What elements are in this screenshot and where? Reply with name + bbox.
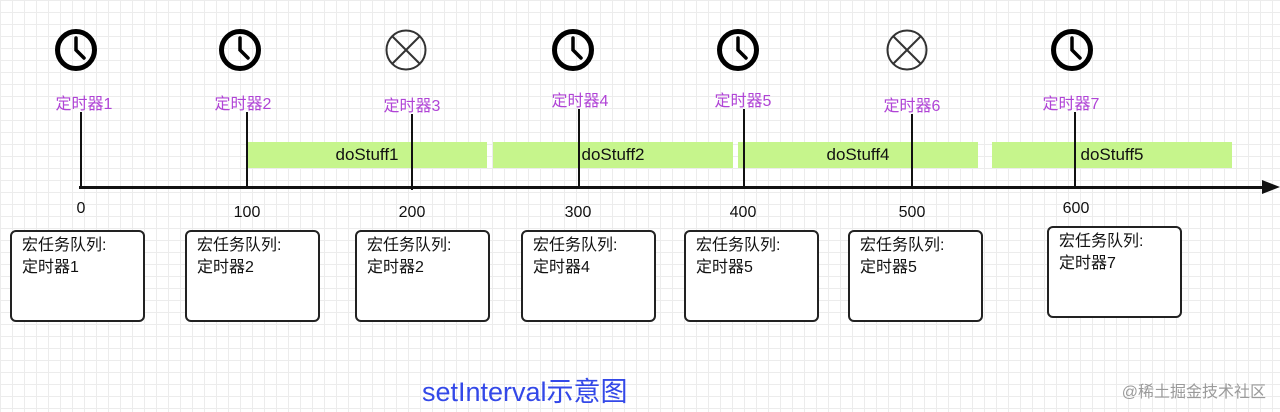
queue-title: 宏任务队列:	[860, 237, 945, 254]
macrotask-queue-box: 宏任务队列: 定时器4	[521, 230, 656, 322]
macrotask-queue-box: 宏任务队列: 定时器5	[848, 230, 983, 322]
queue-title: 宏任务队列:	[197, 237, 282, 254]
cross-circle-icon	[886, 29, 928, 71]
macrotask-queue-box: 宏任务队列: 定时器2	[355, 230, 490, 322]
tick-line	[743, 109, 745, 188]
tick-label: 0	[76, 200, 86, 217]
tick-label: 200	[398, 204, 426, 221]
cross-circle-icon	[385, 29, 427, 71]
clock-icon	[552, 29, 594, 71]
timer-label: 定时器3	[383, 98, 441, 115]
tick-label: 500	[898, 204, 926, 221]
queue-item: 定时器1	[22, 259, 79, 276]
macrotask-queue-box: 宏任务队列: 定时器1	[10, 230, 145, 322]
task-bar: doStuff5	[992, 142, 1232, 168]
diagram-caption: setInterval示意图	[422, 377, 628, 407]
queue-title: 宏任务队列:	[533, 237, 618, 254]
queue-item: 定时器5	[696, 259, 753, 276]
tick-line	[1074, 112, 1076, 188]
tick-line	[80, 112, 82, 188]
macrotask-queue-box: 宏任务队列: 定时器7	[1047, 226, 1182, 318]
tick-label: 400	[729, 204, 757, 221]
tick-label: 100	[233, 204, 261, 221]
tick-line	[911, 114, 913, 188]
queue-title: 宏任务队列:	[1059, 233, 1144, 250]
axis-arrow-icon	[1262, 180, 1280, 194]
tick-line	[246, 112, 248, 188]
macrotask-queue-box: 宏任务队列: 定时器5	[684, 230, 819, 322]
clock-icon	[1051, 29, 1093, 71]
tick-line	[578, 109, 580, 188]
timer-label: 定时器2	[214, 96, 272, 113]
tick-label: 300	[564, 204, 592, 221]
time-axis	[79, 186, 1269, 189]
tick-label: 600	[1062, 200, 1090, 217]
timer-label: 定时器5	[714, 93, 772, 110]
timer-label: 定时器1	[55, 96, 113, 113]
queue-item: 定时器2	[197, 259, 254, 276]
tick-line	[411, 114, 413, 190]
timer-label: 定时器7	[1042, 96, 1100, 113]
task-bar: doStuff2	[493, 142, 733, 168]
clock-icon	[55, 29, 97, 71]
queue-item: 定时器5	[860, 259, 917, 276]
queue-item: 定时器4	[533, 259, 590, 276]
queue-item: 定时器2	[367, 259, 424, 276]
clock-icon	[717, 29, 759, 71]
queue-title: 宏任务队列:	[696, 237, 781, 254]
timer-label: 定时器6	[883, 98, 941, 115]
queue-title: 宏任务队列:	[22, 237, 107, 254]
clock-icon	[219, 29, 261, 71]
watermark: @稀土掘金技术社区	[1121, 384, 1266, 401]
timer-label: 定时器4	[551, 93, 609, 110]
macrotask-queue-box: 宏任务队列: 定时器2	[185, 230, 320, 322]
queue-title: 宏任务队列:	[367, 237, 452, 254]
task-bar: doStuff1	[247, 142, 487, 168]
queue-item: 定时器7	[1059, 255, 1116, 272]
task-bar: doStuff4	[738, 142, 978, 168]
